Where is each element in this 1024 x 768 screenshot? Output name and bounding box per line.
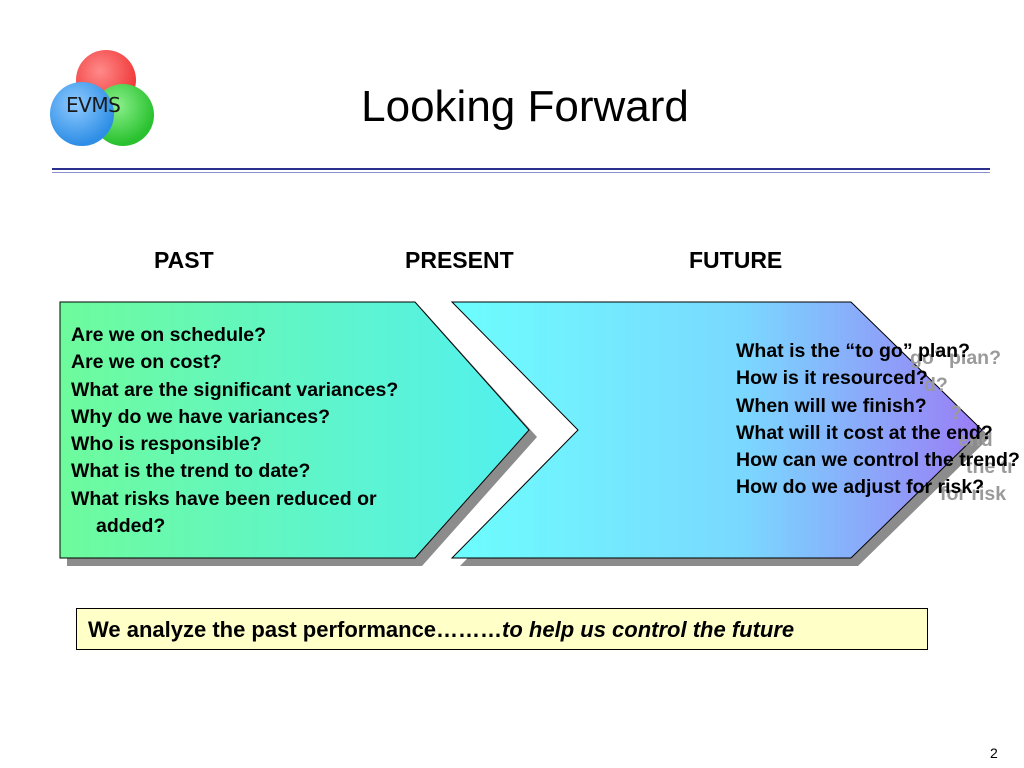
logo-text: EVMS	[66, 93, 121, 117]
future-arrow	[450, 301, 983, 559]
header-present: PRESENT	[405, 247, 514, 273]
slide-title: Looking Forward	[361, 82, 689, 131]
past-question: Who is responsible?	[71, 433, 262, 456]
future-questions-echo: go” plan? d? ? end the tr for risk	[910, 345, 1024, 515]
future-questions: What is the “to go” plan? How is it reso…	[736, 338, 1024, 502]
header-future: FUTURE	[689, 247, 783, 273]
past-question: What risks have been reduced or	[71, 487, 377, 510]
past-question: Why do we have variances?	[71, 405, 331, 428]
past-questions: Are we on schedule? Are we on cost? What…	[71, 322, 398, 540]
header-past: PAST	[154, 247, 214, 273]
title-rule-thin	[52, 172, 990, 173]
echo-line: go” plan?	[910, 347, 1001, 369]
future-question: When will we finish?	[736, 394, 927, 417]
title-rule	[52, 168, 990, 170]
past-arrow	[59, 301, 530, 559]
echo-line: ?	[950, 401, 962, 424]
past-question: What is the trend to date?	[71, 460, 311, 483]
blue-circle-icon	[50, 82, 114, 146]
future-question: What is the “to go” plan?	[736, 340, 970, 362]
past-question: Are we on cost?	[71, 351, 222, 374]
future-question: How is it resourced?	[736, 367, 928, 390]
echo-line: d?	[924, 374, 948, 397]
echo-line: the tr	[966, 456, 1015, 479]
conclusion-text: We analyze the past performance………	[88, 617, 503, 642]
future-question: What will it cost at the end?	[736, 421, 993, 444]
past-question: Are we on schedule?	[71, 324, 267, 346]
future-question: How do we adjust for risk?	[736, 476, 985, 499]
future-question: How can we control the trend?	[736, 449, 1020, 472]
conclusion-emphasis: to help us control the future	[502, 617, 795, 642]
past-question: What are the significant variances?	[71, 378, 399, 401]
echo-line: end	[958, 428, 993, 451]
evms-logo: EVMS	[48, 48, 158, 148]
echo-line: for risk	[940, 483, 1007, 506]
page-number: 2	[990, 745, 998, 761]
conclusion-box: We analyze the past performance………to hel…	[76, 608, 928, 650]
past-question-continuation: added?	[96, 515, 166, 538]
